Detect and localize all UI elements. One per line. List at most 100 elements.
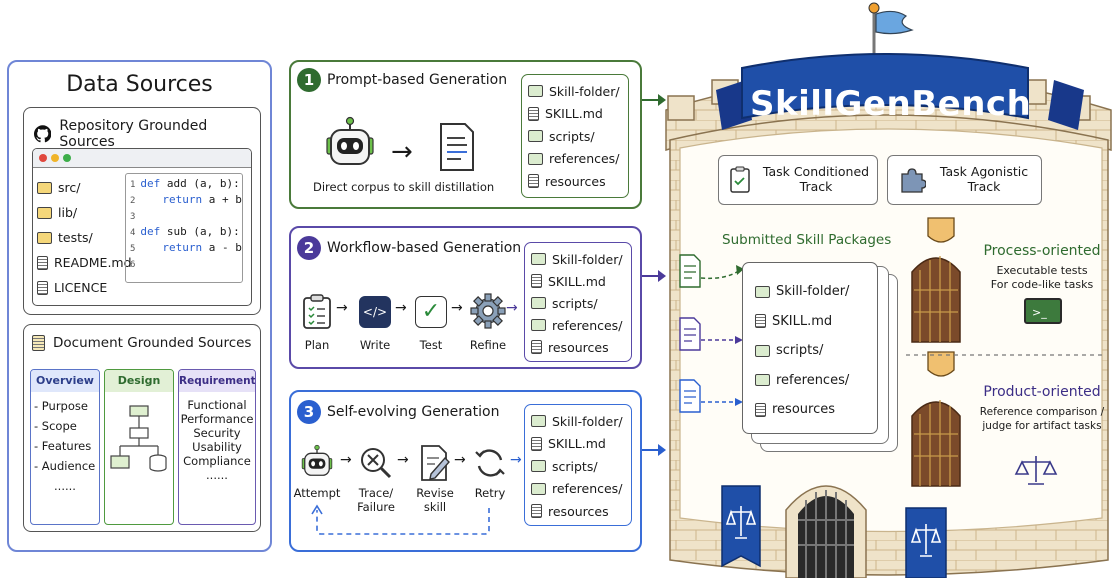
github-icon xyxy=(34,125,52,143)
folder-icon xyxy=(531,319,546,331)
repo-file-name: tests/ xyxy=(58,230,93,245)
folder-icon xyxy=(37,231,52,244)
document-icon xyxy=(440,123,474,171)
castle-tower xyxy=(665,2,1112,578)
repo-file-item: src/ xyxy=(37,175,125,200)
file-icon xyxy=(531,436,542,451)
stage-prompt-based: 1 Prompt-based Generation → Direct corpus… xyxy=(289,60,642,209)
overview-title: Overview xyxy=(31,370,99,392)
skill-file-item: SKILL.md xyxy=(755,307,865,337)
folder-icon xyxy=(531,253,546,265)
code-keyword: def xyxy=(140,225,161,238)
stage-1-number: 1 xyxy=(297,68,321,92)
product-oriented-title: Product-oriented xyxy=(983,384,1101,400)
requirement-item: Usability xyxy=(192,440,242,454)
skill-file-name: Skill-folder/ xyxy=(549,83,620,99)
folder-icon xyxy=(528,152,543,165)
code-editor-icon: </> xyxy=(359,296,391,328)
clipboard-check-icon xyxy=(730,166,750,193)
stage-arrows xyxy=(642,94,666,456)
line-number: 4 xyxy=(130,228,136,238)
stage-2-number: 2 xyxy=(297,236,321,260)
skill-file-item: scripts/ xyxy=(755,336,865,366)
folder-icon xyxy=(755,344,770,357)
arrow-icon: → xyxy=(397,452,409,468)
stage-2-title: Workflow-based Generation xyxy=(327,240,522,256)
file-icon xyxy=(37,255,48,270)
skill-file-item: scripts/ xyxy=(531,292,625,314)
file-icon xyxy=(755,314,766,329)
arrow-icon: → xyxy=(451,300,463,316)
skill-file-item: references/ xyxy=(531,478,625,501)
file-icon xyxy=(528,106,539,121)
arrow-right-icon: → xyxy=(391,137,413,167)
skill-file-item: resources xyxy=(755,395,865,425)
skill-file-name: resources xyxy=(548,503,609,519)
skill-file-name: references/ xyxy=(552,481,623,497)
track-agnostic-box: Task Agonistic Track xyxy=(887,155,1042,205)
file-icon xyxy=(531,274,542,288)
skill-file-item: SKILL.md xyxy=(528,103,622,126)
folder-icon xyxy=(531,297,546,309)
close-dot xyxy=(39,154,47,162)
skill-file-item: scripts/ xyxy=(528,125,622,148)
skill-file-item: SKILL.md xyxy=(531,270,625,292)
skill-file-name: Skill-folder/ xyxy=(776,284,850,300)
skill-file-name: references/ xyxy=(776,372,850,388)
robot-icon xyxy=(326,116,374,165)
code-text: a - b xyxy=(202,241,242,254)
arrow-icon: → xyxy=(510,452,522,468)
stage-1-caption: Direct corpus to skill distillation xyxy=(313,180,495,194)
arrow-icon: → xyxy=(336,300,348,316)
skill-file-name: SKILL.md xyxy=(772,313,833,329)
code-keyword: return xyxy=(162,241,203,254)
arrow-icon: → xyxy=(340,452,352,468)
skill-file-name: Skill-folder/ xyxy=(552,251,623,267)
skill-file-item: scripts/ xyxy=(531,455,625,478)
line-number: 6 xyxy=(130,260,136,270)
repo-file-item: LICENCE xyxy=(37,275,125,300)
requirement-item: Compliance xyxy=(183,454,251,468)
folder-icon xyxy=(755,285,770,298)
skill-file-item: Skill-folder/ xyxy=(528,80,622,103)
product-oriented-desc: Reference comparison / judge for artifac… xyxy=(979,406,1105,432)
terminal-icon: >_ xyxy=(1024,298,1062,324)
skill-file-name: SKILL.md xyxy=(548,273,606,289)
requirement-item: ...... xyxy=(206,468,228,482)
folder-icon xyxy=(531,415,546,428)
stage-workflow-based: 2 Workflow-based Generation → </> → ✓ → →… xyxy=(289,226,642,369)
file-icon xyxy=(755,402,766,417)
skill-file-name: scripts/ xyxy=(552,295,598,311)
minimize-dot xyxy=(51,154,59,162)
repo-file-item: lib/ xyxy=(37,200,125,225)
arrow-icon: → xyxy=(506,300,518,316)
folder-icon xyxy=(528,85,543,98)
skill-file-item: resources xyxy=(531,500,625,523)
overview-item: - Audience xyxy=(34,459,96,473)
skill-file-name: SKILL.md xyxy=(545,106,603,122)
stage-1-title: Prompt-based Generation xyxy=(327,72,508,88)
file-icon xyxy=(37,280,48,295)
code-text: a + b xyxy=(202,193,242,206)
overview-item: - Purpose xyxy=(34,399,88,413)
process-oriented-title: Process-oriented xyxy=(983,243,1101,259)
skill-file-name: scripts/ xyxy=(549,128,595,144)
checkmark-icon: ✓ xyxy=(415,296,447,328)
skill-file-item: resources xyxy=(531,336,625,358)
skill-file-item: Skill-folder/ xyxy=(531,248,625,270)
repo-file-name: LICENCE xyxy=(54,280,108,295)
skill-file-item: references/ xyxy=(531,314,625,336)
line-number: 2 xyxy=(130,196,136,206)
design-card: Design xyxy=(104,369,174,525)
track-conditioned-box: Task Conditioned Track xyxy=(718,155,878,205)
overview-item: - Scope xyxy=(34,419,77,433)
folder-icon xyxy=(37,206,52,219)
robot-icon xyxy=(301,444,333,476)
arrow-icon: → xyxy=(395,300,407,316)
